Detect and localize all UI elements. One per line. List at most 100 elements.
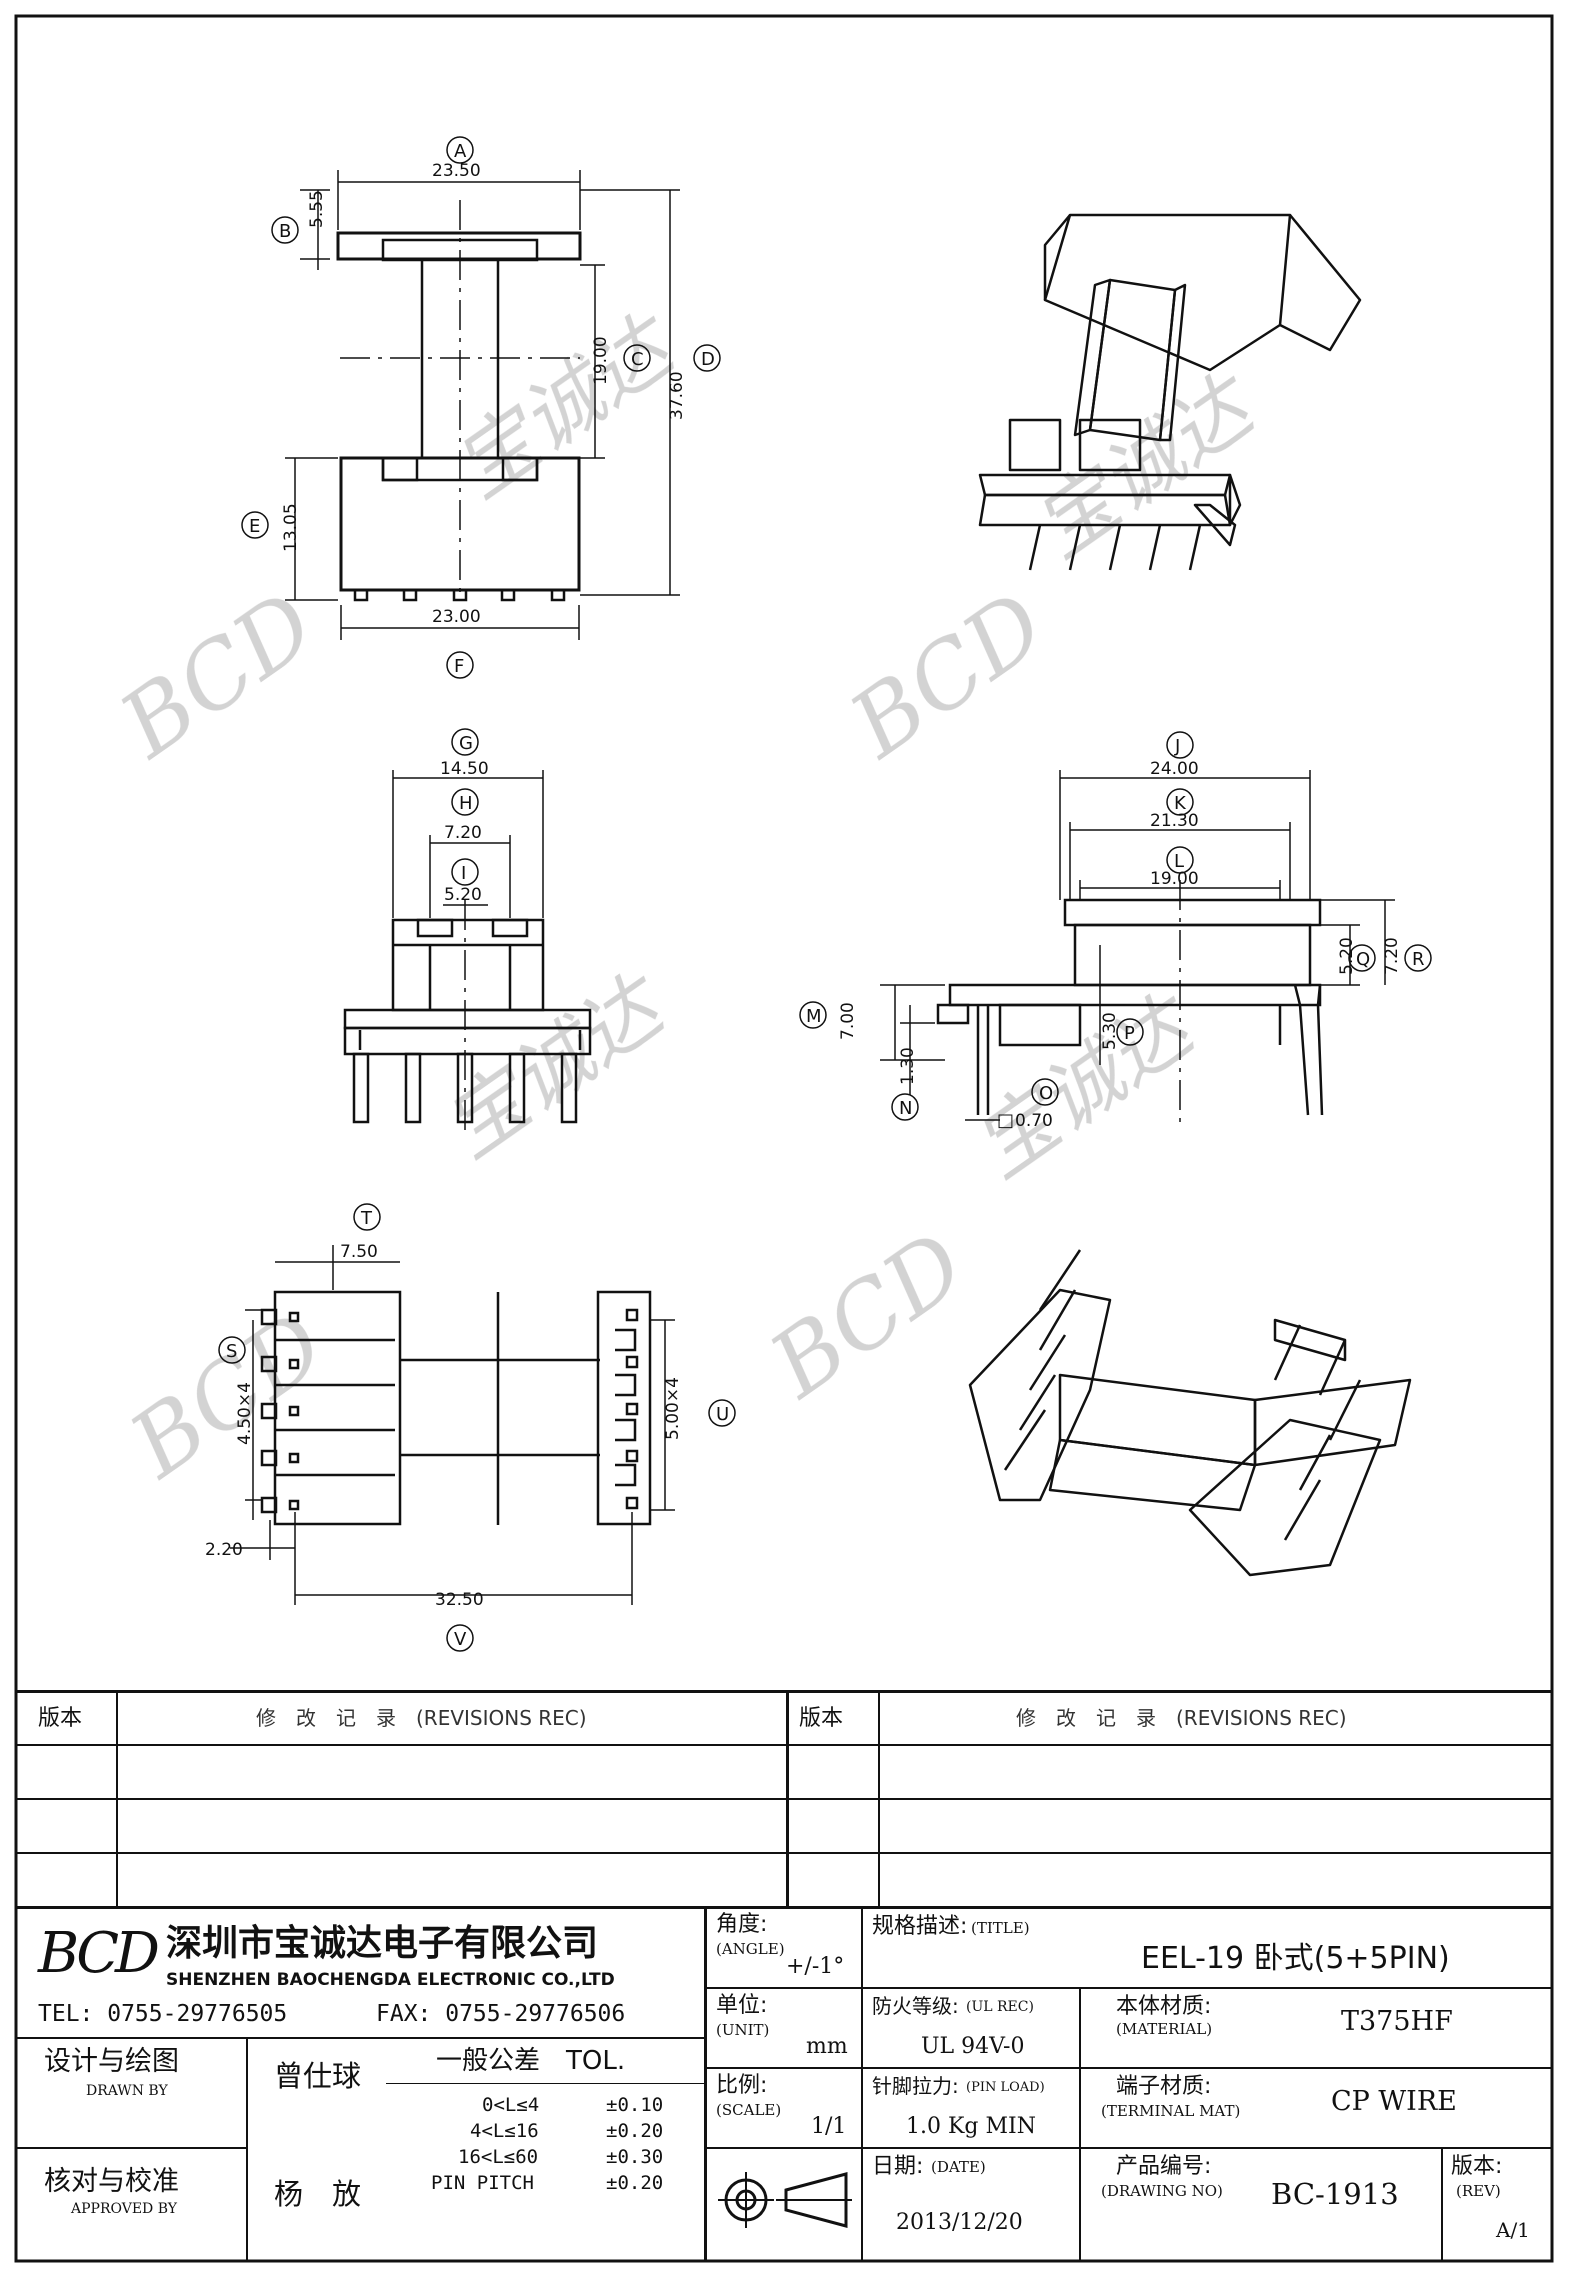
label-o: O (1039, 1083, 1053, 1104)
ul-label: 防火等级: (872, 1994, 959, 2018)
label-r: R (1412, 949, 1425, 970)
bottom-view: 7.50 4.50×4 5.00×4 2.20 32.50 (205, 1242, 683, 1610)
dim-i: 5.20 (444, 885, 482, 905)
watermark-brand: BCD (751, 1212, 984, 1419)
watermark-brand: BCD (831, 572, 1064, 779)
company-name-en: SHENZHEN BAOCHENGDA ELECTRONIC CO.,LTD (166, 1970, 615, 1990)
dim-v: 32.50 (435, 1590, 484, 1610)
circle-labels: A B C D E F G H I J K L M N O P Q R S T … (218, 136, 1432, 1652)
drawn-name: 曾仕球 (274, 2059, 362, 2093)
dim-g: 14.50 (440, 759, 489, 779)
dim-j: 24.00 (1150, 759, 1199, 779)
label-p: P (1124, 1023, 1135, 1044)
pin-square-symbol: □ (997, 1110, 1014, 1131)
scale-value: 1/1 (811, 2114, 847, 2139)
label-j: J (1174, 736, 1180, 757)
dim-f: 23.00 (432, 607, 481, 627)
rev-label: 版本: (1451, 2154, 1503, 2179)
tolerance-value: ±0.30 (606, 2146, 664, 2168)
tolerance-range: 16<L≤60 (458, 2146, 539, 2168)
drawn-label: 设计与绘图 (44, 2046, 179, 2077)
approved-label: 核对与校准 (44, 2166, 179, 2197)
tolerance-range: 0<L≤4 (482, 2094, 540, 2116)
material-value: T375HF (1341, 2006, 1453, 2037)
label-v: V (454, 1629, 467, 1650)
dim-r: 7.20 (1382, 937, 1402, 975)
watermark-chinese: 宝诚达 (428, 957, 685, 1176)
title-block: 版本 修 改 记 录 (REVISIONS REC) 版本 修 改 记 录 (R… (16, 1690, 1552, 2261)
tolerance-title: 一般公差 TOL. (436, 2046, 626, 2076)
company-name-cn: 深圳市宝诚达电子有限公司 (166, 1923, 599, 1964)
dim-s: 4.50×4 (235, 1382, 255, 1445)
date-label: 日期: (872, 2154, 924, 2179)
rev-ver-header-left: 版本 (38, 1706, 83, 1731)
tolerance-value: ±0.20 (606, 2172, 664, 2194)
approved-name: 杨 放 (274, 2177, 362, 2211)
label-n: N (899, 1098, 912, 1119)
dim-q: 5.20 (1337, 937, 1357, 975)
label-q: Q (1356, 949, 1370, 970)
dim-l: 19.00 (1150, 869, 1199, 889)
label-c: C (631, 349, 644, 370)
watermark-chinese: 宝诚达 (958, 977, 1215, 1196)
dim-a: 23.50 (432, 161, 481, 181)
label-l: L (1174, 851, 1184, 872)
sheet-border (14, 14, 1554, 2263)
date-label-en: (DATE) (931, 2158, 986, 2176)
angle-value: +/-1° (786, 1954, 845, 1979)
drawing-no-value: BC-1913 (1271, 2177, 1399, 2211)
label-e: E (249, 516, 260, 537)
company-tel: TEL: 0755-29776505 (38, 2001, 288, 2027)
dim-o: 0.70 (1015, 1111, 1053, 1131)
dim-h: 7.20 (444, 823, 482, 843)
rev-label-en: (REV) (1456, 2182, 1501, 2200)
label-a: A (454, 141, 467, 162)
unit-label: 单位: (716, 1993, 768, 2018)
angle-label-en: (ANGLE) (716, 1940, 785, 1958)
iso-view-1 (978, 213, 1362, 571)
company-logo: BCD (38, 1921, 160, 1986)
label-d: D (701, 349, 715, 370)
approved-label-en: APPROVED BY (71, 2201, 178, 2217)
dim-n: 1.30 (898, 1047, 918, 1085)
tolerance-value: ±0.20 (606, 2120, 664, 2142)
pinload-label: 针脚拉力: (872, 2074, 959, 2098)
unit-label-en: (UNIT) (716, 2021, 770, 2039)
label-i: I (461, 863, 466, 884)
company-fax: FAX: 0755-29776506 (376, 2001, 626, 2027)
title-label: 规格描述: (872, 1914, 968, 1939)
dim-e: 13.05 (281, 503, 301, 552)
dim-p: 5.30 (1100, 1012, 1120, 1050)
label-u: U (716, 1404, 729, 1425)
title-label-en: (TITLE) (971, 1919, 1030, 1937)
label-s: S (226, 1341, 237, 1362)
ul-value: UL 94V-0 (921, 2034, 1025, 2059)
ul-label-en: (UL REC) (966, 1999, 1034, 2015)
drawn-label-en: DRAWN BY (86, 2083, 168, 2099)
side-view: 24.00 21.30 19.00 7.00 1.30 5.30 5.20 7.… (838, 759, 1402, 1131)
date-value: 2013/12/20 (896, 2210, 1023, 2235)
pinload-value: 1.0 Kg MIN (906, 2114, 1036, 2139)
iso-view-2 (968, 1249, 1412, 1577)
rev-rec-header-right: 修 改 记 录 (REVISIONS REC) (1016, 1706, 1347, 1730)
label-b: B (279, 221, 291, 242)
rev-ver-header-right: 版本 (799, 1706, 844, 1731)
drawing-no-label-en: (DRAWING NO) (1101, 2182, 1223, 2200)
unit-value: mm (806, 2034, 848, 2059)
scale-label: 比例: (716, 2073, 768, 2098)
tolerance-range: PIN PITCH (431, 2172, 534, 2194)
label-f: F (454, 656, 464, 677)
watermark-brand: BCD (101, 572, 334, 779)
watermark-chinese: 宝诚达 (438, 297, 695, 516)
watermark-chinese: 宝诚达 (1018, 357, 1275, 576)
top-view: 23.50 5.55 19.00 37.60 13.05 23.00 (281, 161, 687, 640)
label-m: M (806, 1006, 822, 1027)
projection-symbol-icon (718, 2172, 852, 2228)
rev-value: A/1 (1496, 2218, 1530, 2242)
watermark-brand: BCD (111, 1292, 344, 1499)
terminal-label: 端子材质: (1116, 2074, 1212, 2099)
pinload-label-en: (PIN LOAD) (966, 2080, 1045, 2095)
tolerance-range: 4<L≤16 (470, 2120, 539, 2142)
rev-rec-header-left: 修 改 记 录 (REVISIONS REC) (256, 1706, 587, 1730)
